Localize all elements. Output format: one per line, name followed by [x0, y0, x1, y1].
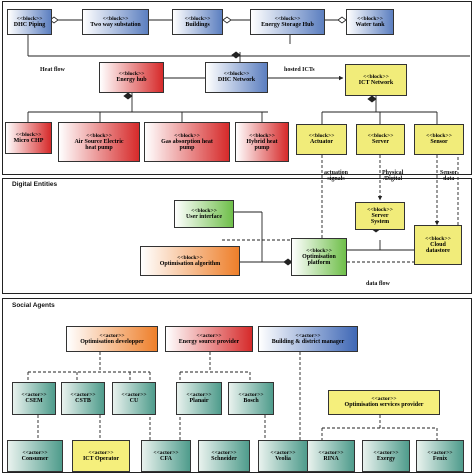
block-two-way-substation[interactable]: <<block>> Two way substation [82, 9, 149, 35]
block-micro-chp[interactable]: <<block>> Micro CHP [5, 122, 52, 154]
label-heat-flow: Heat flow [40, 67, 65, 73]
label-hosted-icts: hosted ICTs [284, 67, 315, 73]
block-hybrid-heat-pump[interactable]: <<block>> Hybrid heat pump [235, 122, 289, 162]
block-server[interactable]: <<block>> Server [356, 124, 405, 155]
block-sensor[interactable]: <<block>> Sensor [414, 124, 464, 155]
actor-fenix[interactable]: <<actor>> Fenix [416, 440, 464, 472]
actor-consumer[interactable]: <<actor>> Consumer [7, 440, 63, 472]
block-optimisation-algorithm[interactable]: <<block>> Optimisation algorithm [140, 246, 240, 276]
label-actuation-signals: actuation signals [324, 170, 348, 183]
block-energy-hub[interactable]: <<block>> Energy hub [99, 62, 164, 93]
label-data-flow: data flow [366, 281, 390, 287]
block-user-interface[interactable]: <<block>> User interface [174, 200, 234, 228]
block-dhc-network[interactable]: <<block>> DHC Network [205, 62, 268, 93]
block-gas-absorption-heat-pump[interactable]: <<block>> Gas absorption heat pump [144, 122, 230, 162]
digital-entities-label: Digital Entities [12, 181, 58, 188]
physical-panel [2, 1, 472, 175]
label-physical-digital: Physical /Digital [382, 170, 404, 183]
actor-rina[interactable]: <<actor>> RINA [307, 440, 355, 472]
digital-entities-panel [2, 178, 472, 294]
block-energy-storage-hub[interactable]: <<block>> Energy Storage Hub [250, 9, 325, 35]
block-air-source-heat-pump[interactable]: <<block>> Air Source Electric heat pump [58, 122, 140, 162]
actor-cstb[interactable]: <<actor>> CSTB [61, 382, 105, 415]
actor-schneider[interactable]: <<actor>> Schneider [198, 440, 250, 472]
block-water-tank[interactable]: <<block>> Water tank [346, 9, 394, 35]
actor-cfa[interactable]: <<actor>> CFA [141, 440, 191, 472]
block-ict-network[interactable]: <<block>> ICT Network [345, 64, 407, 96]
label-sensor-data: Sensor data [440, 170, 458, 183]
actor-csem[interactable]: <<actor>> CSEM [12, 382, 56, 415]
actor-veolia[interactable]: <<actor>> Veolia [258, 440, 308, 472]
actor-optimisation-services-provider[interactable]: <<actor>> Optimisation services provider [328, 390, 440, 415]
actor-ict-operator[interactable]: <<actor>> ICT Operator [72, 440, 130, 472]
block-optimisation-platform[interactable]: <<block>> Optimisation platform [291, 238, 347, 276]
social-agents-label: Social Agents [12, 302, 55, 309]
block-actuator[interactable]: <<block>> Actuator [296, 124, 347, 155]
block-cloud-datastore[interactable]: <<block>> Cloud datastore [414, 225, 462, 265]
actor-building-district-manager[interactable]: <<actor>> Building & district manager [258, 326, 358, 352]
actor-exergy[interactable]: <<actor>> Exergy [362, 440, 410, 472]
block-server-system[interactable]: <<block>> Server System [355, 202, 405, 230]
actor-bosch[interactable]: <<actor>> Bosch [228, 382, 274, 415]
block-dhc-piping[interactable]: <<block>> DHC Piping [7, 9, 52, 35]
actor-energy-source-provider[interactable]: <<actor>> Energy source provider [165, 326, 253, 352]
actor-optimisation-developper[interactable]: <<actor>> Optimisation developper [66, 326, 158, 352]
actor-planair[interactable]: <<actor>> Planair [176, 382, 222, 415]
block-buildings[interactable]: <<block>> Buildings [172, 9, 223, 35]
social-agents-panel [2, 298, 472, 473]
actor-cu[interactable]: <<actor>> CU [112, 382, 156, 415]
